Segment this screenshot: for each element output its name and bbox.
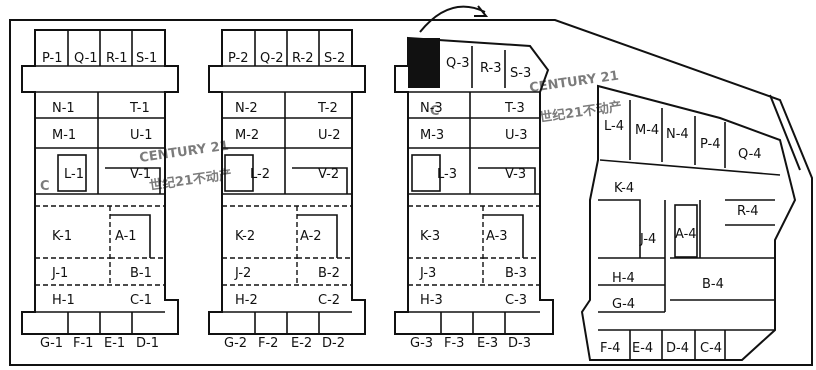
unit-label: A-3 bbox=[486, 229, 508, 244]
unit-label: S-1 bbox=[136, 51, 157, 66]
unit-label: V-3 bbox=[505, 167, 526, 182]
unit-label: K-1 bbox=[52, 229, 72, 244]
unit-label: V-1 bbox=[130, 167, 151, 182]
unit-label: F-2 bbox=[258, 336, 278, 351]
unit-label: C-4 bbox=[700, 341, 722, 356]
site-boundary bbox=[9, 19, 813, 366]
unit-label: P-4 bbox=[700, 137, 721, 152]
building-block-2: P-2 Q-2 R-2 S-2 N-2 T-2 M-2 U-2 L-2 V-2 … bbox=[208, 29, 366, 351]
unit-label: G-3 bbox=[410, 336, 433, 351]
unit-label: E-3 bbox=[477, 336, 498, 351]
unit-label: Q-4 bbox=[738, 147, 762, 162]
unit-label: R-1 bbox=[106, 51, 127, 66]
unit-label: E-1 bbox=[104, 336, 125, 351]
unit-label: J-3 bbox=[419, 266, 436, 281]
unit-label: H-4 bbox=[612, 271, 635, 286]
unit-label: C-3 bbox=[505, 293, 527, 308]
unit-label: K-4 bbox=[614, 181, 634, 196]
unit-label: F-1 bbox=[73, 336, 93, 351]
watermark-logo: C bbox=[430, 104, 440, 119]
unit-label: Q-3 bbox=[446, 56, 470, 71]
unit-label: L-2 bbox=[250, 167, 270, 182]
unit-label: D-1 bbox=[136, 336, 159, 351]
unit-label: V-2 bbox=[318, 167, 339, 182]
unit-label: G-4 bbox=[612, 297, 635, 312]
unit-label: F-3 bbox=[444, 336, 464, 351]
unit-label: B-4 bbox=[702, 277, 724, 292]
building-block-3: Q-3 R-3 S-3 N-3 T-3 M-3 U-3 L-3 V-3 K-3 … bbox=[394, 36, 554, 351]
unit-label: E-2 bbox=[291, 336, 312, 351]
unit-label: P-2 bbox=[228, 51, 249, 66]
unit-label: R-2 bbox=[292, 51, 313, 66]
unit-label: R-4 bbox=[737, 204, 758, 219]
unit-label: F-4 bbox=[600, 341, 620, 356]
unit-label: S-2 bbox=[324, 51, 345, 66]
unit-label: Q-2 bbox=[260, 51, 284, 66]
unit-label: T-1 bbox=[129, 101, 150, 116]
unit-label: Q-1 bbox=[74, 51, 98, 66]
unit-label: H-1 bbox=[52, 293, 75, 308]
unit-label: N-1 bbox=[52, 101, 75, 116]
unit-label: H-3 bbox=[420, 293, 443, 308]
unit-label: D-4 bbox=[666, 341, 689, 356]
unit-label: N-3 bbox=[420, 101, 443, 116]
unit-label: G-2 bbox=[224, 336, 247, 351]
unit-label: M-3 bbox=[420, 128, 444, 143]
unit-label: H-2 bbox=[235, 293, 258, 308]
unit-label: A-1 bbox=[115, 229, 137, 244]
unit-label: B-3 bbox=[505, 266, 527, 281]
watermark-cn: 世纪21不动产 bbox=[148, 167, 233, 194]
unit-label: C-2 bbox=[318, 293, 340, 308]
unit-label: L-4 bbox=[604, 119, 624, 134]
unit-label: M-1 bbox=[52, 128, 76, 143]
unit-label: K-2 bbox=[235, 229, 255, 244]
unit-label: K-3 bbox=[420, 229, 440, 244]
unit-label: U-1 bbox=[130, 128, 152, 143]
unit-label: E-4 bbox=[632, 341, 653, 356]
unit-label: C-1 bbox=[130, 293, 152, 308]
unit-label: U-2 bbox=[318, 128, 340, 143]
unit-label: T-2 bbox=[317, 101, 338, 116]
unit-label: A-4 bbox=[675, 227, 697, 242]
unit-label: J-1 bbox=[51, 266, 68, 281]
unit-label: B-2 bbox=[318, 266, 340, 281]
unit-label: G-1 bbox=[40, 336, 63, 351]
building-block-1: P-1 Q-1 R-1 S-1 N-1 T-1 M-1 U-1 L-1 V-1 … bbox=[21, 29, 179, 351]
unit-label: L-3 bbox=[437, 167, 457, 182]
unit-label: N-2 bbox=[235, 101, 258, 116]
unit-label: N-4 bbox=[666, 127, 689, 142]
watermark-logo: C bbox=[40, 179, 50, 194]
highlighted-unit bbox=[408, 38, 440, 88]
unit-label: B-1 bbox=[130, 266, 152, 281]
unit-label: J-2 bbox=[234, 266, 251, 281]
unit-label: M-4 bbox=[635, 123, 659, 138]
unit-label: D-2 bbox=[322, 336, 345, 351]
unit-label: U-3 bbox=[505, 128, 527, 143]
unit-label: A-2 bbox=[300, 229, 322, 244]
unit-label: P-1 bbox=[42, 51, 63, 66]
unit-label: R-3 bbox=[480, 61, 501, 76]
unit-label: L-1 bbox=[64, 167, 84, 182]
unit-label: S-3 bbox=[510, 66, 531, 81]
watermark-brand: CENTURY 21 bbox=[528, 69, 619, 96]
unit-label: D-3 bbox=[508, 336, 531, 351]
entrance-arrow-icon bbox=[419, 5, 489, 33]
unit-label: M-2 bbox=[235, 128, 259, 143]
building-block-4: L-4 M-4 N-4 P-4 Q-4 K-4 R-4 J-4 A-4 H-4 … bbox=[580, 84, 797, 361]
unit-label: T-3 bbox=[504, 101, 525, 116]
unit-label: J-4 bbox=[639, 232, 656, 247]
